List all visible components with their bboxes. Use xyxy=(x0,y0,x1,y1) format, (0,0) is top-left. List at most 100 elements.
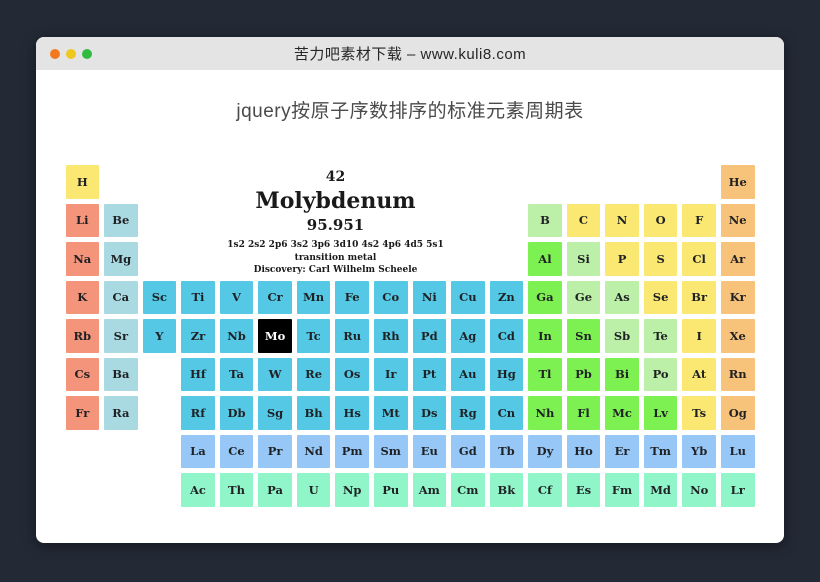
element-tile-hf[interactable]: Hf xyxy=(181,357,215,391)
element-tile-na[interactable]: Na xyxy=(65,242,100,276)
element-tile-pt[interactable]: Pt xyxy=(412,357,447,391)
element-tile-os[interactable]: Os xyxy=(335,357,369,391)
element-tile-fm[interactable]: Fm xyxy=(605,473,639,507)
element-tile-cn[interactable]: Cn xyxy=(489,396,524,430)
element-tile-la[interactable]: La xyxy=(181,434,215,468)
element-tile-sb[interactable]: Sb xyxy=(605,319,639,353)
element-tile-bi[interactable]: Bi xyxy=(605,357,639,391)
element-tile-o[interactable]: O xyxy=(643,203,678,237)
element-tile-sn[interactable]: Sn xyxy=(566,319,601,353)
element-tile-k[interactable]: K xyxy=(65,280,100,314)
element-tile-pb[interactable]: Pb xyxy=(566,357,601,391)
element-tile-og[interactable]: Og xyxy=(720,396,755,430)
element-tile-fr[interactable]: Fr xyxy=(65,396,100,430)
element-tile-ce[interactable]: Ce xyxy=(219,434,254,468)
element-tile-y[interactable]: Y xyxy=(142,319,177,353)
element-tile-rf[interactable]: Rf xyxy=(181,396,215,430)
element-tile-mg[interactable]: Mg xyxy=(104,242,138,276)
element-tile-rh[interactable]: Rh xyxy=(373,319,408,353)
element-tile-au[interactable]: Au xyxy=(451,357,485,391)
element-tile-at[interactable]: At xyxy=(682,357,716,391)
element-tile-ra[interactable]: Ra xyxy=(104,396,138,430)
element-tile-ag[interactable]: Ag xyxy=(451,319,485,353)
element-tile-f[interactable]: F xyxy=(682,203,716,237)
element-tile-hs[interactable]: Hs xyxy=(335,396,369,430)
element-tile-ni[interactable]: Ni xyxy=(412,280,447,314)
element-tile-mc[interactable]: Mc xyxy=(605,396,639,430)
element-tile-md[interactable]: Md xyxy=(643,473,678,507)
element-tile-ta[interactable]: Ta xyxy=(219,357,254,391)
element-tile-nh[interactable]: Nh xyxy=(528,396,562,430)
element-tile-es[interactable]: Es xyxy=(566,473,601,507)
element-tile-s[interactable]: S xyxy=(643,242,678,276)
element-tile-bh[interactable]: Bh xyxy=(296,396,331,430)
element-tile-n[interactable]: N xyxy=(605,203,639,237)
element-tile-rn[interactable]: Rn xyxy=(720,357,755,391)
element-tile-ne[interactable]: Ne xyxy=(720,203,755,237)
element-tile-pr[interactable]: Pr xyxy=(258,434,292,468)
element-tile-ti[interactable]: Ti xyxy=(181,280,215,314)
element-tile-c[interactable]: C xyxy=(566,203,601,237)
element-tile-tl[interactable]: Tl xyxy=(528,357,562,391)
element-tile-cm[interactable]: Cm xyxy=(451,473,485,507)
element-tile-dy[interactable]: Dy xyxy=(528,434,562,468)
element-tile-re[interactable]: Re xyxy=(296,357,331,391)
element-tile-co[interactable]: Co xyxy=(373,280,408,314)
element-tile-lr[interactable]: Lr xyxy=(720,473,755,507)
element-tile-pu[interactable]: Pu xyxy=(373,473,408,507)
element-tile-as[interactable]: As xyxy=(605,280,639,314)
element-tile-cf[interactable]: Cf xyxy=(528,473,562,507)
element-tile-mo[interactable]: Mo xyxy=(258,319,292,353)
close-button[interactable] xyxy=(50,48,60,59)
element-tile-be[interactable]: Be xyxy=(104,203,138,237)
element-tile-pa[interactable]: Pa xyxy=(258,473,292,507)
element-tile-lu[interactable]: Lu xyxy=(720,434,755,468)
element-tile-gd[interactable]: Gd xyxy=(451,434,485,468)
element-tile-h[interactable]: H xyxy=(65,165,100,199)
element-tile-rb[interactable]: Rb xyxy=(65,319,100,353)
element-tile-sm[interactable]: Sm xyxy=(373,434,408,468)
element-tile-in[interactable]: In xyxy=(528,319,562,353)
element-tile-cd[interactable]: Cd xyxy=(489,319,524,353)
element-tile-ba[interactable]: Ba xyxy=(104,357,138,391)
element-tile-b[interactable]: B xyxy=(528,203,562,237)
element-tile-ga[interactable]: Ga xyxy=(528,280,562,314)
element-tile-rg[interactable]: Rg xyxy=(451,396,485,430)
element-tile-cs[interactable]: Cs xyxy=(65,357,100,391)
element-tile-te[interactable]: Te xyxy=(643,319,678,353)
maximize-button[interactable] xyxy=(82,48,92,59)
element-tile-fe[interactable]: Fe xyxy=(335,280,369,314)
element-tile-mt[interactable]: Mt xyxy=(373,396,408,430)
element-tile-db[interactable]: Db xyxy=(219,396,254,430)
element-tile-mn[interactable]: Mn xyxy=(296,280,331,314)
element-tile-br[interactable]: Br xyxy=(682,280,716,314)
element-tile-kr[interactable]: Kr xyxy=(720,280,755,314)
element-tile-er[interactable]: Er xyxy=(605,434,639,468)
element-tile-ru[interactable]: Ru xyxy=(335,319,369,353)
element-tile-se[interactable]: Se xyxy=(643,280,678,314)
element-tile-ac[interactable]: Ac xyxy=(181,473,215,507)
element-tile-ho[interactable]: Ho xyxy=(566,434,601,468)
element-tile-yb[interactable]: Yb xyxy=(682,434,716,468)
element-tile-zr[interactable]: Zr xyxy=(181,319,215,353)
element-tile-i[interactable]: I xyxy=(682,319,716,353)
element-tile-w[interactable]: W xyxy=(258,357,292,391)
element-tile-tb[interactable]: Tb xyxy=(489,434,524,468)
element-tile-al[interactable]: Al xyxy=(528,242,562,276)
element-tile-cr[interactable]: Cr xyxy=(258,280,292,314)
element-tile-cl[interactable]: Cl xyxy=(682,242,716,276)
element-tile-am[interactable]: Am xyxy=(412,473,447,507)
element-tile-eu[interactable]: Eu xyxy=(412,434,447,468)
element-tile-np[interactable]: Np xyxy=(335,473,369,507)
element-tile-ar[interactable]: Ar xyxy=(720,242,755,276)
element-tile-cu[interactable]: Cu xyxy=(451,280,485,314)
element-tile-ts[interactable]: Ts xyxy=(682,396,716,430)
element-tile-hg[interactable]: Hg xyxy=(489,357,524,391)
minimize-button[interactable] xyxy=(66,48,76,59)
element-tile-v[interactable]: V xyxy=(219,280,254,314)
element-tile-nb[interactable]: Nb xyxy=(219,319,254,353)
element-tile-pm[interactable]: Pm xyxy=(335,434,369,468)
element-tile-li[interactable]: Li xyxy=(65,203,100,237)
element-tile-xe[interactable]: Xe xyxy=(720,319,755,353)
element-tile-u[interactable]: U xyxy=(296,473,331,507)
